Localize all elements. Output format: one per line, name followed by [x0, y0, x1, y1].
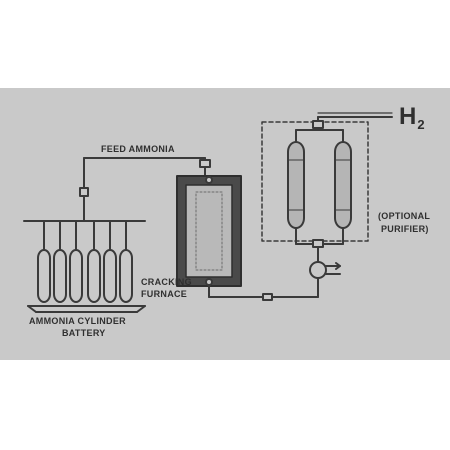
valve-icon: [79, 187, 89, 197]
ammonia-cylinder: [103, 220, 117, 303]
pump-icon: [309, 261, 341, 279]
valve-icon: [199, 159, 211, 168]
purifier-label-line2: PURIFIER): [381, 224, 429, 234]
cracking-furnace-label-line1: CRACKING: [141, 277, 192, 287]
ammonia-cylinder: [119, 220, 133, 303]
hydrogen-subscript: 2: [417, 117, 425, 132]
purifier-label-line1: (OPTIONAL: [378, 211, 431, 221]
valve-icon: [312, 120, 324, 129]
ammonia-cylinder: [53, 220, 67, 303]
ammonia-cylinder: [69, 220, 83, 303]
ammonia-cylinder: [37, 220, 51, 303]
cracking-furnace-label-line2: FURNACE: [141, 289, 188, 299]
cylinder-battery-label-line2: BATTERY: [62, 328, 106, 338]
purifier-column: [287, 141, 305, 229]
hydrogen-symbol: H: [399, 103, 417, 130]
feed-ammonia-label: FEED AMMONIA: [101, 144, 175, 154]
valve-icon: [312, 239, 324, 248]
rack-leg-right: [136, 305, 146, 313]
flow-arrow-icon: [262, 293, 273, 301]
hydrogen-product-label: H2: [399, 103, 425, 132]
purifier-column: [334, 141, 352, 229]
cylinder-battery: [23, 220, 146, 313]
rack-leg-left: [27, 305, 37, 313]
ammonia-cylinder: [87, 220, 101, 303]
cracking-furnace: [176, 175, 242, 287]
cylinder-battery-label-line1: AMMONIA CYLINDER: [29, 316, 126, 326]
